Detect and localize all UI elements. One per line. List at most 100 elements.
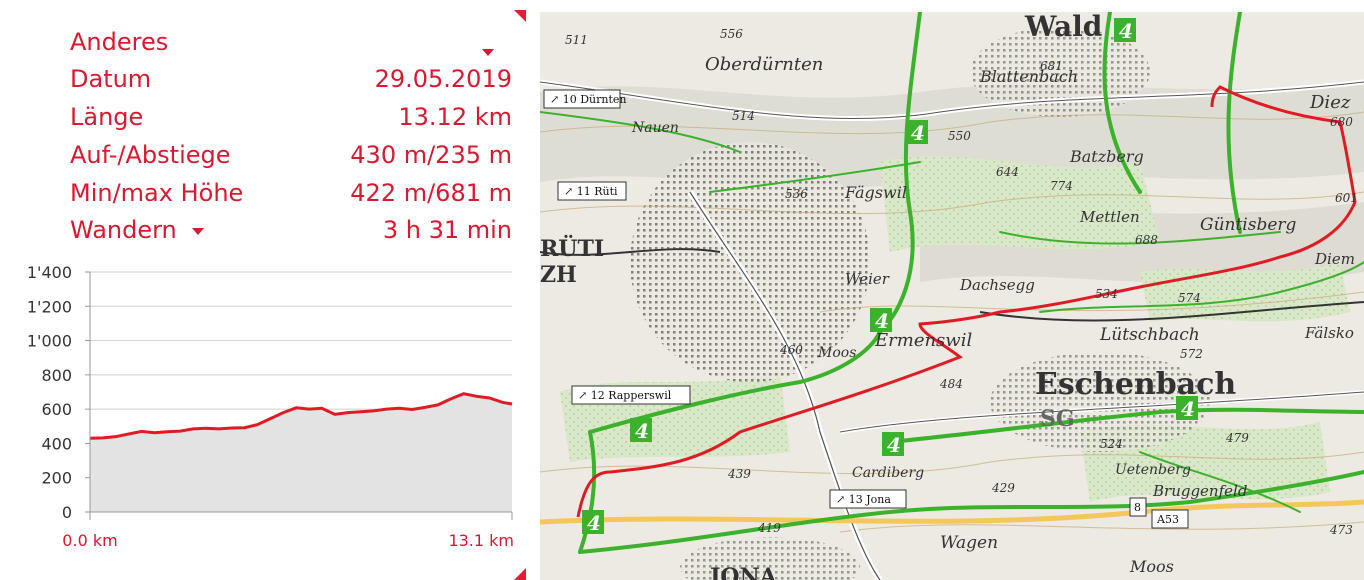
svg-text:4: 4: [875, 309, 889, 333]
spot-height: 524: [1100, 437, 1123, 451]
date-row: Datum 29.05.2019: [70, 61, 512, 95]
ascent-descent-label: Auf-/Abstiege: [70, 141, 231, 169]
date-label: Datum: [70, 65, 152, 93]
y-tick-label: 1'400: [27, 263, 72, 282]
y-tick-label: 800: [41, 366, 72, 385]
mode-label: Wandern: [70, 216, 177, 244]
spot-height: 574: [1178, 291, 1201, 305]
route-number-marker: 4: [630, 418, 652, 443]
place-label: Eschenbach: [1035, 367, 1236, 402]
y-tick-label: 600: [41, 400, 72, 419]
ascent-descent-row: Auf-/Abstiege 430 m/235 m: [70, 137, 512, 171]
place-label: RÜTI: [540, 234, 604, 262]
min-max-height-value: 422 m/681 m: [350, 179, 512, 207]
svg-text:↗ 10 Dürnten: ↗ 10 Dürnten: [550, 93, 626, 106]
route-number-marker: 4: [870, 308, 892, 333]
forest-area: [880, 156, 1160, 252]
spot-height: 484: [939, 377, 963, 391]
direction-sign: ↗ 11 Rüti: [557, 181, 627, 201]
svg-text:↗ 12 Rapperswil: ↗ 12 Rapperswil: [578, 389, 672, 402]
place-label: Cardiberg: [852, 465, 924, 481]
spot-height: 644: [996, 165, 1019, 179]
place-label: Diem: [1314, 250, 1355, 268]
place-label: Wagen: [940, 533, 998, 553]
road-number-sign: A53: [1151, 509, 1189, 529]
route-number-marker: 4: [1176, 396, 1198, 421]
place-label: Ermenswil: [874, 330, 972, 351]
place-label: Dachsegg: [959, 276, 1035, 294]
place-label: Diez: [1309, 92, 1351, 113]
place-labels: Wald Oberdürnten Blattenbach Diez Batzbe…: [540, 12, 1355, 580]
length-row: Länge 13.12 km: [70, 99, 512, 133]
spot-height: 439: [727, 467, 751, 481]
place-label: Fälsko: [1304, 324, 1354, 342]
svg-text:↗ 13 Jona: ↗ 13 Jona: [836, 493, 891, 506]
chevron-down-icon: [192, 216, 205, 244]
spot-height: 680: [1330, 115, 1353, 129]
place-label: Batzberg: [1069, 147, 1144, 166]
length-label: Länge: [70, 103, 144, 131]
spot-height: 681: [1040, 59, 1063, 73]
x-tick-label: 0.0 km: [62, 531, 117, 550]
spot-height: 429: [991, 481, 1015, 495]
mode-dropdown[interactable]: Wandern: [70, 216, 205, 244]
direction-sign: ↗ 12 Rapperswil: [571, 385, 691, 405]
elevation-line: [89, 392, 513, 440]
spot-height: 534: [1095, 287, 1118, 301]
place-label: Moos: [817, 345, 856, 361]
spot-height: 688: [1135, 233, 1158, 247]
spot-height: 419: [757, 521, 781, 535]
topographic-map[interactable]: Wald Oberdürnten Blattenbach Diez Batzbe…: [540, 12, 1364, 580]
y-tick-label: 0: [62, 503, 72, 522]
place-label: SG: [1040, 406, 1075, 432]
length-value: 13.12 km: [398, 103, 512, 131]
spot-height: 601: [1335, 191, 1358, 205]
spot-height: 473: [1329, 523, 1353, 537]
svg-text:4: 4: [587, 511, 601, 535]
svg-text:4: 4: [1119, 19, 1133, 43]
x-tick-label: 13.1 km: [448, 531, 514, 550]
y-tick-label: 1'000: [27, 332, 72, 351]
place-label: Fägswil: [844, 183, 907, 202]
contour-lines: [540, 111, 1364, 533]
place-label: Moos: [1129, 557, 1174, 576]
route-number-marker: 4: [882, 432, 904, 457]
min-max-height-label: Min/max Höhe: [70, 179, 244, 207]
svg-text:8: 8: [1134, 501, 1141, 514]
spot-height: 479: [1225, 431, 1249, 445]
elevation-area: [90, 393, 512, 512]
spot-height: 536: [785, 187, 808, 201]
activity-type-dropdown[interactable]: Anderes: [70, 24, 512, 58]
svg-text:4: 4: [635, 419, 649, 443]
spot-height: 572: [1180, 347, 1203, 361]
place-label: Güntisberg: [1200, 215, 1297, 235]
y-tick-label: 400: [41, 434, 72, 453]
place-label: ZH: [540, 262, 577, 288]
activity-type-label: Anderes: [70, 28, 169, 56]
chevron-down-icon[interactable]: [482, 37, 494, 65]
svg-text:↗ 11 Rüti: ↗ 11 Rüti: [564, 185, 618, 198]
route-number-markers: 4 4 4 4 4 4 4: [582, 18, 1198, 535]
place-label: Mettlen: [1079, 208, 1140, 226]
route-number-marker: 4: [1114, 18, 1136, 43]
place-label: Weier: [845, 270, 890, 288]
panel-corner-marker: [514, 568, 526, 580]
place-label: Bruggenfeld: [1152, 482, 1247, 500]
svg-text:4: 4: [887, 433, 901, 457]
route-number-marker: 4: [906, 120, 928, 145]
ascent-descent-value: 430 m/235 m: [350, 141, 512, 169]
hiking-trails: [540, 12, 1364, 554]
route-info-panel: Anderes Datum 29.05.2019 Länge 13.12 km …: [0, 0, 526, 580]
town-area-jona: [680, 537, 860, 580]
panel-corner-marker: [514, 10, 526, 22]
town-area-rueti: [630, 142, 870, 382]
place-label: Uetenberg: [1115, 462, 1191, 478]
place-label: Blattenbach: [979, 67, 1078, 86]
svg-text:A53: A53: [1156, 513, 1179, 526]
direction-sign: ↗ 10 Dürnten: [543, 89, 626, 109]
y-tick-label: 1'200: [27, 297, 72, 316]
road-number-sign: 8: [1129, 497, 1147, 517]
place-label: Wald: [1024, 12, 1102, 43]
